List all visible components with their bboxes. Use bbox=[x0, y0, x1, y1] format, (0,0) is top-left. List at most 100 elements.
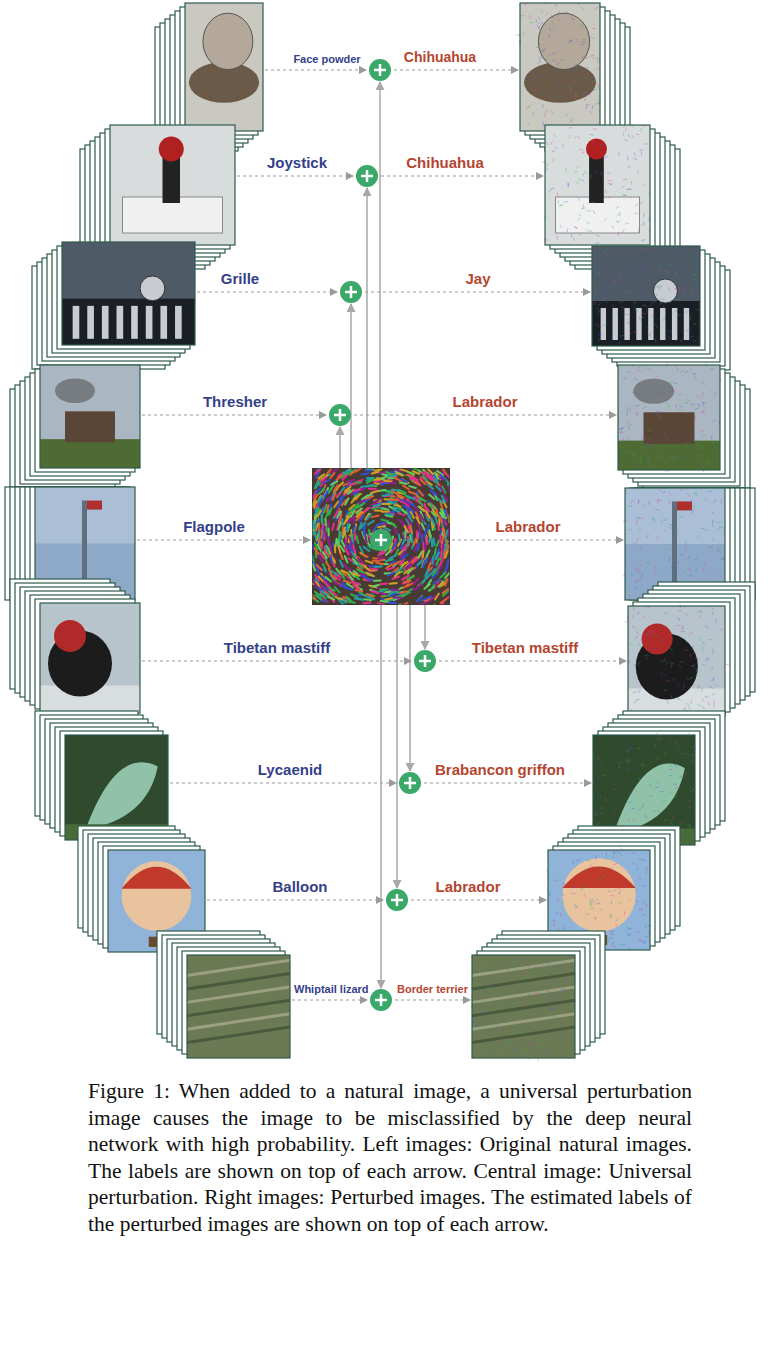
perturbation-stroke bbox=[420, 498, 426, 502]
perturbation-stroke bbox=[367, 479, 373, 483]
perturbation-arrow bbox=[396, 605, 398, 888]
perturbation-arrow bbox=[366, 188, 368, 468]
perturbation-stroke bbox=[324, 506, 327, 513]
perturbation-stroke bbox=[327, 521, 329, 528]
perturbation-stroke bbox=[381, 588, 388, 590]
perturbation-stroke bbox=[353, 526, 355, 533]
perturbation-stroke bbox=[414, 579, 419, 584]
perturbation-stroke bbox=[355, 597, 362, 599]
perturbation-stroke bbox=[350, 471, 356, 475]
perturbation-stroke bbox=[363, 602, 370, 605]
perturbation-stroke bbox=[336, 597, 343, 599]
perturbation-stroke bbox=[381, 593, 388, 594]
predicted-label: Labrador bbox=[435, 879, 500, 896]
perturbation-stroke bbox=[416, 531, 418, 538]
perturbation-stroke bbox=[371, 491, 378, 493]
perturbation-stroke bbox=[404, 581, 411, 583]
perturbation-stroke bbox=[362, 473, 369, 474]
photo bbox=[517, 1, 601, 132]
perturbation-stroke bbox=[440, 486, 444, 492]
perturbation-stroke bbox=[442, 528, 445, 534]
perturbation-stroke bbox=[385, 479, 392, 481]
perturbation-stroke bbox=[407, 510, 411, 516]
perturbation-stroke bbox=[392, 589, 399, 592]
perturbation-stroke bbox=[337, 492, 342, 497]
perturbation-stroke bbox=[357, 536, 359, 543]
perturbation-stroke bbox=[352, 582, 359, 584]
perturbation-stroke bbox=[343, 528, 346, 535]
perturbation-stroke bbox=[313, 580, 317, 586]
perturbation-stroke bbox=[344, 581, 351, 583]
perturbation-stroke bbox=[347, 480, 354, 482]
perturbation-stroke bbox=[366, 573, 372, 576]
perturbation-stroke bbox=[446, 510, 448, 517]
perturbation-stroke bbox=[358, 503, 364, 506]
predicted-label: Jay bbox=[465, 271, 490, 288]
perturbation-stroke bbox=[395, 572, 400, 576]
perturbation-stroke bbox=[366, 578, 373, 580]
perturbation-stroke bbox=[433, 509, 437, 515]
perturbation-stroke bbox=[314, 522, 316, 529]
perturbation-stroke bbox=[320, 594, 325, 599]
perturbation-stroke bbox=[382, 494, 389, 497]
perturbation-stroke bbox=[353, 489, 360, 491]
perturbation-stroke bbox=[394, 469, 400, 472]
perturbation-stroke bbox=[439, 535, 441, 542]
perturbation-stroke bbox=[375, 510, 382, 512]
true-label: Thresher bbox=[203, 394, 267, 411]
dotted-arrow bbox=[424, 782, 591, 783]
plus-symbol bbox=[369, 59, 391, 81]
perturbation-stroke bbox=[428, 484, 433, 488]
perturbation-stroke bbox=[354, 504, 358, 510]
perturbation-stroke bbox=[330, 485, 334, 491]
perturbation-stroke bbox=[424, 597, 430, 601]
perturbation-stroke bbox=[434, 549, 435, 556]
perturbation-stroke bbox=[398, 513, 405, 516]
perturbation-border bbox=[312, 468, 450, 605]
perturbation-stroke bbox=[437, 523, 440, 530]
perturbation-stroke bbox=[396, 473, 403, 475]
perturbation-stroke bbox=[422, 602, 428, 605]
perturbation-stroke bbox=[334, 582, 340, 585]
perturbation-stroke bbox=[359, 574, 366, 575]
predicted-label: Border terrier bbox=[397, 983, 468, 995]
perturbation-stroke bbox=[317, 511, 321, 517]
perturbation-stroke bbox=[342, 475, 347, 480]
perturbation-stroke bbox=[404, 493, 409, 498]
perturbation-stroke bbox=[435, 473, 439, 479]
perturbation-stroke bbox=[345, 556, 348, 562]
perturbation-stroke bbox=[409, 538, 410, 545]
perturbation-stroke bbox=[386, 492, 393, 494]
perturbation-stroke bbox=[331, 571, 337, 575]
perturbation-stroke bbox=[339, 499, 343, 505]
perturbation-stroke bbox=[391, 498, 397, 502]
perturbation-stroke bbox=[375, 565, 382, 568]
perturbation-stroke bbox=[382, 511, 389, 513]
perturbation-stroke bbox=[392, 543, 396, 549]
photo bbox=[625, 604, 729, 719]
perturbation-stroke bbox=[402, 509, 407, 514]
perturbation-stroke bbox=[389, 482, 396, 484]
perturbation-stroke bbox=[331, 481, 337, 484]
perturbation-stroke bbox=[401, 479, 407, 482]
perturbation-stroke bbox=[409, 486, 416, 488]
perturbation-stroke bbox=[386, 558, 392, 562]
perturbation-stroke bbox=[347, 524, 349, 531]
photo bbox=[185, 3, 263, 131]
perturbation-stroke bbox=[376, 563, 383, 564]
perturbation-stroke bbox=[445, 579, 447, 586]
perturbation-stroke bbox=[418, 552, 421, 558]
perturbation-stroke bbox=[352, 497, 356, 502]
perturbation-stroke bbox=[345, 548, 349, 554]
perturbation-stroke bbox=[445, 509, 446, 516]
perturbation-stroke bbox=[434, 579, 440, 583]
perturbation-stroke bbox=[426, 476, 432, 480]
perturbation-stroke bbox=[410, 534, 413, 541]
dotted-arrow bbox=[439, 660, 626, 661]
perturbation-stroke bbox=[388, 573, 394, 576]
perturbation-stroke bbox=[356, 509, 361, 514]
perturbation-stroke bbox=[429, 495, 434, 499]
perturbation-stroke bbox=[341, 541, 344, 547]
perturbation-stroke bbox=[380, 483, 387, 484]
perturbation-stroke bbox=[419, 500, 423, 506]
